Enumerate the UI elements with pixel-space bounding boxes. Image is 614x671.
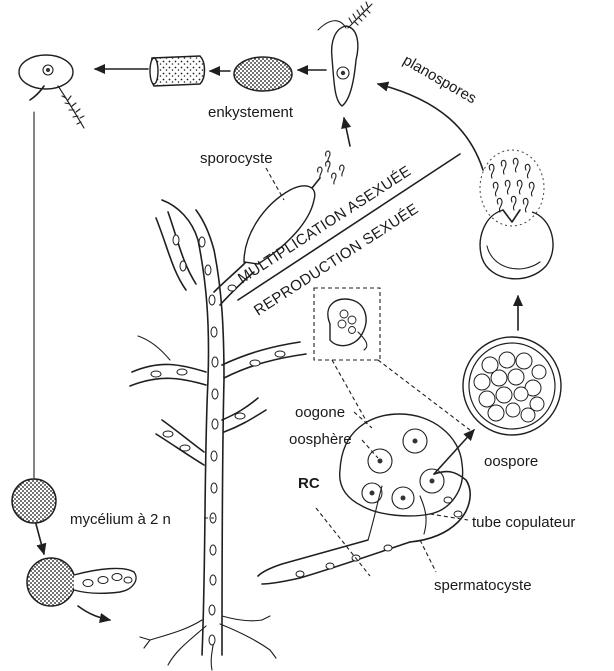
germinating-spore [19, 55, 84, 128]
label-planospores: planospores [400, 52, 479, 108]
label-oospore: oospore [484, 453, 538, 470]
planospore-biflagellate [318, 2, 372, 106]
label-oosphere: oosphère [289, 431, 352, 448]
arrow-to-mycelium [78, 606, 110, 620]
empty-cyst [150, 56, 205, 86]
arrow-zygote-down [36, 524, 44, 554]
oospore [463, 337, 561, 435]
zygote-cell [12, 479, 56, 523]
label-tube-copulateur: tube copulateur [472, 514, 575, 531]
germinating-zygote [27, 558, 136, 606]
mycelium [130, 200, 306, 670]
label-spermatocyste: spermatocyste [434, 577, 532, 594]
label-sporocyste: sporocyste [200, 150, 273, 167]
label-oogone: oogone [295, 404, 345, 421]
label-enkystement: enkystement [208, 104, 294, 121]
label-rc: RC [298, 475, 320, 492]
leader-spermatocyste [420, 540, 436, 572]
leader-sporocyste [266, 168, 284, 200]
arrow-sporocyst-up [344, 118, 350, 146]
germinating-sporangium [480, 150, 553, 279]
encysted-spore [234, 57, 292, 91]
label-mycelium: mycélium à 2 n [70, 511, 171, 528]
